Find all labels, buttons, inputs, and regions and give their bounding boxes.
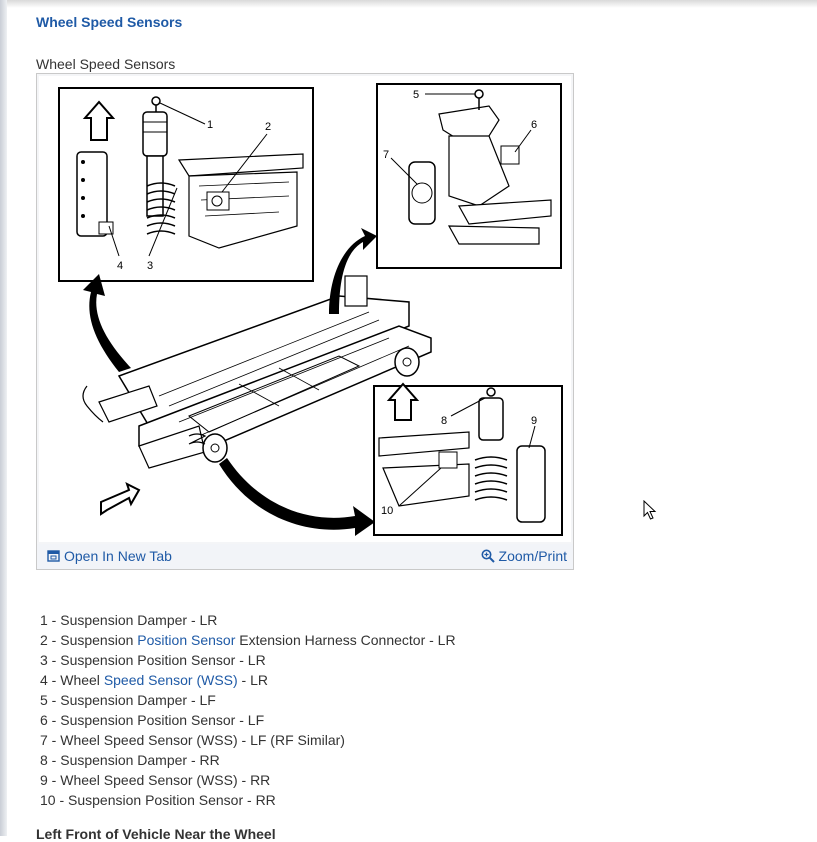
- up-arrow-icon: [386, 382, 420, 421]
- zoom-print-label: Zoom/Print: [498, 548, 567, 564]
- component-legend: 1 - Suspension Damper - LR 2 - Suspension…: [40, 610, 456, 810]
- forward-arrow-icon: [100, 482, 141, 516]
- pointer-arrow-icon: [83, 274, 131, 372]
- inset-rear-right: 8 9 10: [373, 382, 563, 536]
- legend-text: 1 - Suspension Damper - LR: [40, 612, 218, 628]
- legend-item: 9 - Wheel Speed Sensor (WSS) - RR: [40, 770, 456, 790]
- pointer-arrow-icon: [219, 458, 375, 536]
- callout-10: 10: [381, 505, 393, 517]
- callout-8: 8: [441, 415, 447, 427]
- callout-2: 2: [265, 121, 271, 133]
- section-heading: Wheel Speed Sensors: [36, 14, 183, 30]
- legend-item: 3 - Suspension Position Sensor - LR: [40, 650, 456, 670]
- legend-item: 4 - Wheel Speed Sensor (WSS) - LR: [40, 670, 456, 690]
- legend-text: 6 - Suspension Position Sensor - LF: [40, 712, 265, 728]
- inset-front-left: 5 6 7: [376, 83, 562, 269]
- callout-4: 4: [117, 260, 123, 272]
- mouse-cursor-icon: [643, 500, 657, 520]
- callout-1: 1: [207, 119, 213, 131]
- legend-text: 2 - Suspension: [40, 632, 138, 648]
- glossary-link[interactable]: Speed Sensor: [103, 672, 193, 688]
- legend-text: 8 - Suspension Damper - RR: [40, 752, 220, 768]
- open-tab-icon: [47, 550, 60, 562]
- top-shadow: [0, 0, 817, 8]
- legend-item: 10 - Suspension Position Sensor - RR: [40, 790, 456, 810]
- legend-text: 3 - Suspension Position Sensor - LR: [40, 652, 266, 668]
- legend-item: 5 - Suspension Damper - LF: [40, 690, 456, 710]
- legend-text: 5 - Suspension Damper - LF: [40, 692, 216, 708]
- legend-item: 8 - Suspension Damper - RR: [40, 750, 456, 770]
- vehicle-chassis: [82, 275, 432, 469]
- open-in-new-tab-button[interactable]: Open In New Tab: [47, 548, 172, 564]
- open-in-new-tab-label: Open In New Tab: [64, 548, 172, 564]
- wheel-speed-sensor-diagram[interactable]: 1 2 3 4 5 6 7: [39, 76, 571, 542]
- figure-frame: 1 2 3 4 5 6 7: [36, 73, 574, 570]
- magnifier-icon: [481, 549, 495, 563]
- up-arrow-icon: [82, 100, 116, 141]
- callout-5: 5: [413, 89, 419, 101]
- legend-item: 1 - Suspension Damper - LR: [40, 610, 456, 630]
- legend-text: 9 - Wheel Speed Sensor (WSS) - RR: [40, 772, 271, 788]
- pointer-arrow-icon: [329, 228, 377, 314]
- callout-9: 9: [531, 415, 537, 427]
- legend-item: 7 - Wheel Speed Sensor (WSS) - LF (RF Si…: [40, 730, 456, 750]
- legend-text: 7 - Wheel Speed Sensor (WSS) - LF (RF Si…: [40, 732, 345, 748]
- next-section-heading: Left Front of Vehicle Near the Wheel: [36, 826, 276, 842]
- figure-caption: Wheel Speed Sensors: [36, 56, 176, 72]
- legend-item: 6 - Suspension Position Sensor - LF: [40, 710, 456, 730]
- legend-text: - LR: [237, 672, 268, 688]
- callout-6: 6: [531, 119, 537, 131]
- legend-text: 10 - Suspension Position Sensor - RR: [40, 792, 276, 808]
- legend-text: 4 - Wheel: [40, 672, 104, 688]
- zoom-print-button[interactable]: Zoom/Print: [481, 548, 567, 564]
- glossary-link[interactable]: (WSS): [196, 672, 238, 688]
- inset-rear-left: 1 2 3 4: [58, 87, 314, 282]
- legend-item: 2 - Suspension Position Sensor Extension…: [40, 630, 456, 650]
- legend-text: Extension Harness Connector - LR: [235, 632, 456, 648]
- figure-toolbar: Open In New Tab Zoom/Print: [37, 544, 573, 569]
- callout-7: 7: [383, 149, 389, 161]
- callout-3: 3: [147, 260, 153, 272]
- glossary-link[interactable]: Position Sensor: [137, 632, 236, 648]
- window-left-edge: [0, 0, 7, 836]
